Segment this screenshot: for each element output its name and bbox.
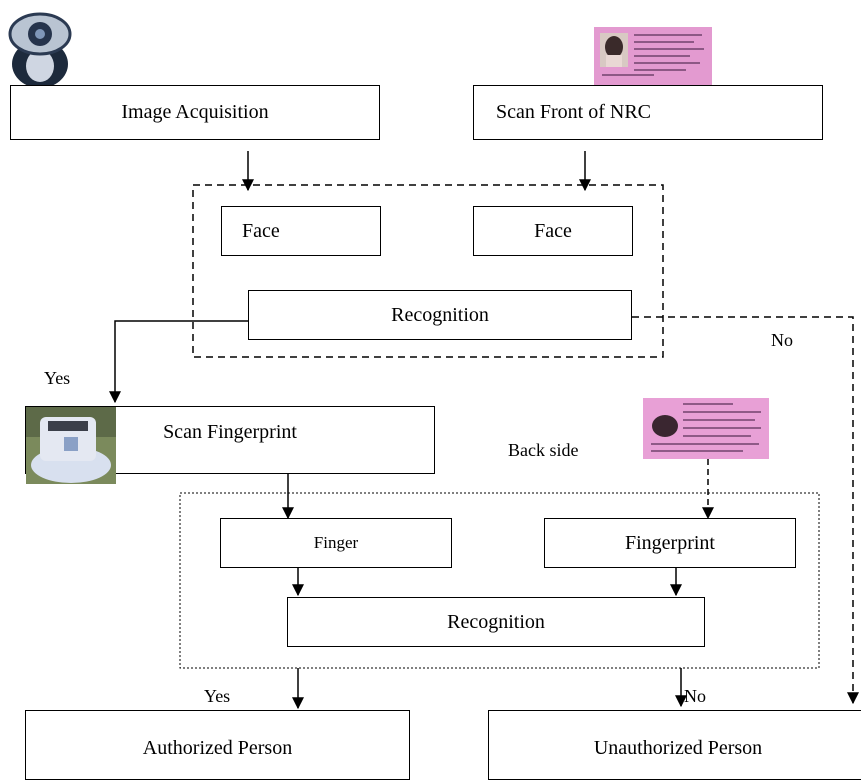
- fingerprint-scanner-photo: [26, 407, 116, 484]
- authorized-person-box: Authorized Person: [25, 710, 410, 780]
- finger-box: Finger: [220, 518, 452, 568]
- back-side-label: Back side: [508, 440, 579, 460]
- arrow-no-to-unauthorized: [632, 316, 859, 705]
- unauthorized-person-box: Unauthorized Person: [488, 710, 861, 780]
- unauthorized-person-label: Unauthorized Person: [593, 737, 763, 759]
- yes-top-label: Yes: [44, 368, 71, 388]
- recognition-top-label: Recognition: [391, 303, 489, 326]
- face-right-label: Face: [534, 219, 572, 242]
- recognition-bottom-label: Recognition: [447, 610, 545, 633]
- fingerprint-box: Fingerprint: [544, 518, 796, 568]
- fingerprint-label: Fingerprint: [625, 531, 715, 554]
- nrc-back-card-image: [643, 398, 769, 459]
- yes-bottom-label: Yes: [204, 686, 231, 706]
- face-recognition-group: [192, 184, 664, 358]
- image-acquisition-box: Image Acquisition: [10, 85, 380, 140]
- finger-label: Finger: [313, 533, 359, 552]
- face-right-box: Face: [473, 206, 633, 256]
- recognition-bottom-box: Recognition: [287, 597, 705, 647]
- no-top-label: No: [771, 330, 793, 350]
- face-left-box: Face: [221, 206, 381, 256]
- recognition-top-box: Recognition: [248, 290, 632, 340]
- nrc-front-card-image: [594, 27, 712, 85]
- image-acquisition-label: Image Acquisition: [121, 101, 269, 123]
- face-left-label: Face: [242, 219, 280, 242]
- scan-front-nrc-label: Scan Front of NRC: [496, 101, 651, 123]
- arrow-yes-to-scan: [109, 320, 248, 404]
- scan-fingerprint-label: Scan Fingerprint: [163, 421, 297, 443]
- authorized-person-label: Authorized Person: [142, 737, 293, 759]
- no-bottom-label: No: [684, 686, 706, 706]
- webcam-icon: [8, 12, 72, 88]
- fingerprint-recognition-group: [179, 492, 820, 669]
- scan-front-nrc-box: Scan Front of NRC: [473, 85, 823, 140]
